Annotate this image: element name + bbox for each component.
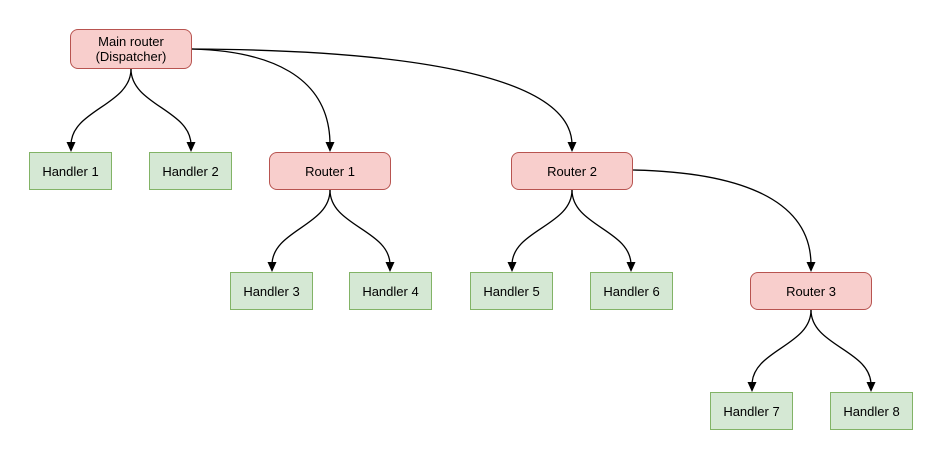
node-handler-5-label: Handler 5 (483, 283, 540, 299)
node-handler-6-label: Handler 6 (603, 283, 660, 299)
node-handler-6[interactable]: Handler 6 (590, 272, 673, 310)
edge-main-to-handler-1-arrowhead (66, 142, 76, 152)
edge-router-2-to-handler-5-arrowhead (507, 262, 517, 272)
node-main-router[interactable]: Main router (Dispatcher) (70, 29, 192, 69)
node-handler-3[interactable]: Handler 3 (230, 272, 313, 310)
edge-router-1-to-handler-4 (329, 189, 391, 266)
edge-main-to-router-1-arrowhead (325, 142, 335, 152)
edge-main-to-handler-2-arrowhead (186, 142, 196, 152)
node-main-router-label: Main router (Dispatcher) (95, 34, 167, 64)
edge-router-1-to-handler-4-arrowhead (385, 262, 395, 272)
node-router-1[interactable]: Router 1 (269, 152, 391, 190)
edge-router-3-to-handler-8 (810, 309, 872, 386)
edge-main-to-router-1 (191, 48, 331, 146)
node-handler-1[interactable]: Handler 1 (29, 152, 112, 190)
node-handler-3-label: Handler 3 (243, 283, 300, 299)
node-router-2[interactable]: Router 2 (511, 152, 633, 190)
edge-router-3-to-handler-8-arrowhead (866, 382, 876, 392)
edge-router-3-to-handler-7-arrowhead (747, 382, 757, 392)
edge-main-to-handler-1 (70, 68, 132, 146)
edge-router-2-to-router-3-arrowhead (806, 262, 816, 272)
node-router-1-label: Router 1 (305, 163, 355, 179)
edge-router-1-to-handler-3-arrowhead (267, 262, 277, 272)
node-handler-4[interactable]: Handler 4 (349, 272, 432, 310)
node-handler-4-label: Handler 4 (362, 283, 419, 299)
edge-router-1-to-handler-3 (271, 189, 331, 266)
node-handler-7[interactable]: Handler 7 (710, 392, 793, 430)
edge-router-3-to-handler-7 (751, 309, 812, 386)
edge-main-to-router-2 (191, 48, 573, 146)
node-handler-2-label: Handler 2 (162, 163, 219, 179)
node-router-3-label: Router 3 (786, 283, 836, 299)
edge-main-to-handler-2 (130, 68, 192, 146)
edge-main-to-router-2-arrowhead (567, 142, 577, 152)
node-handler-8-label: Handler 8 (843, 403, 900, 419)
node-handler-8[interactable]: Handler 8 (830, 392, 913, 430)
node-handler-1-label: Handler 1 (42, 163, 99, 179)
edge-router-2-to-handler-5 (511, 189, 573, 266)
node-handler-5[interactable]: Handler 5 (470, 272, 553, 310)
edge-router-2-to-router-3 (632, 169, 812, 266)
node-handler-2[interactable]: Handler 2 (149, 152, 232, 190)
edge-router-2-to-handler-6-arrowhead (626, 262, 636, 272)
node-router-2-label: Router 2 (547, 163, 597, 179)
node-handler-7-label: Handler 7 (723, 403, 780, 419)
node-router-3[interactable]: Router 3 (750, 272, 872, 310)
edge-router-2-to-handler-6 (571, 189, 632, 266)
